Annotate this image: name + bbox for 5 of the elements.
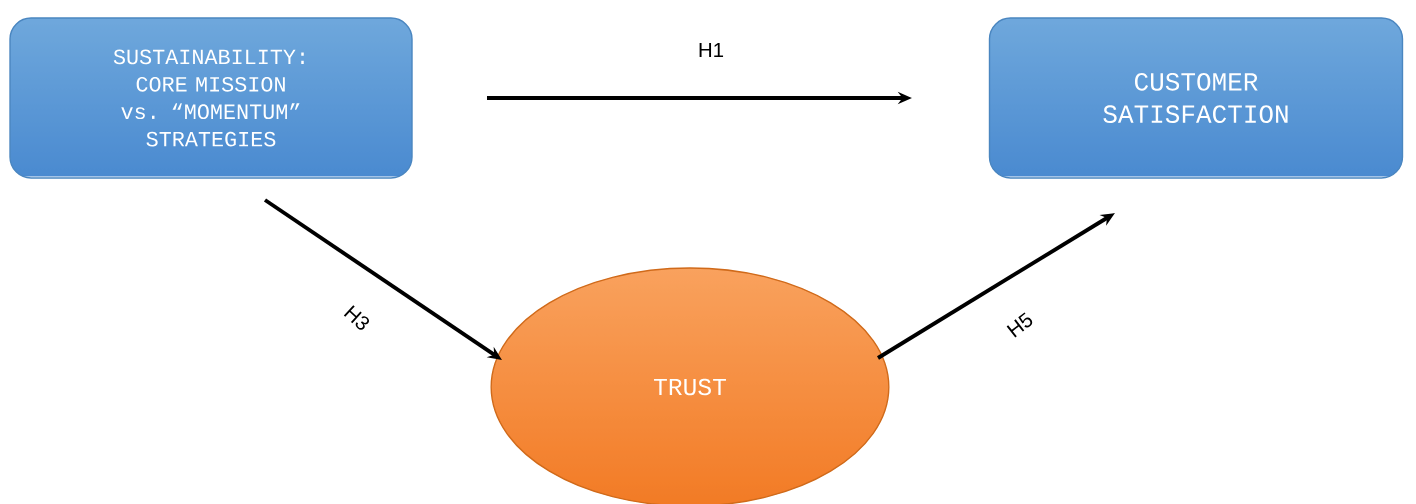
edge-label: H1 — [694, 39, 728, 61]
edge-label: H5 — [1000, 306, 1040, 344]
rounded-box: CUSTOMER SATISFACTION — [988, 17, 1404, 179]
edge-label: H3 — [337, 298, 377, 338]
rounded-box: SUSTAINABILITY: CORE MISSION vs. “MOMENTUM” STRATEGIES — [9, 17, 413, 179]
